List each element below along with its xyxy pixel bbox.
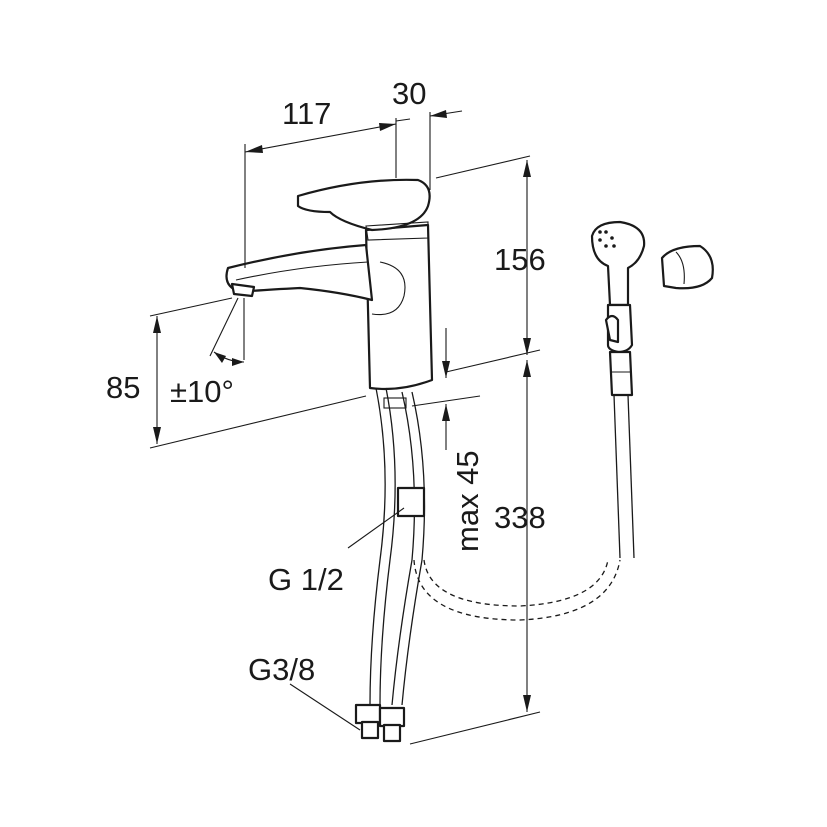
dimension-85: 85 bbox=[106, 297, 367, 449]
dimension-30-label: 30 bbox=[392, 76, 426, 111]
dimension-338: 338 bbox=[409, 360, 546, 745]
hand-shower bbox=[590, 220, 714, 559]
dimension-117: 117 bbox=[244, 96, 397, 268]
supply-hoses bbox=[354, 387, 426, 743]
faucet-body bbox=[225, 178, 434, 391]
dimension-30: 30 bbox=[392, 76, 463, 190]
thread-g-three-eighths-label: G3/8 bbox=[248, 652, 315, 687]
swivel-angle: ±10° bbox=[170, 297, 245, 409]
thread-g-half: G 1/2 bbox=[268, 507, 405, 597]
dimension-85-label: 85 bbox=[106, 370, 140, 405]
dimension-156-label: 156 bbox=[494, 242, 546, 277]
dimension-156: 156 bbox=[435, 155, 546, 373]
dimension-117-label: 117 bbox=[282, 96, 331, 131]
thread-g-half-label: G 1/2 bbox=[268, 562, 344, 597]
shower-nozzles bbox=[598, 230, 616, 248]
dimension-338-label: 338 bbox=[494, 500, 546, 535]
shower-hose-loop bbox=[413, 559, 621, 621]
dimension-max-45: max 45 bbox=[411, 328, 485, 552]
swivel-angle-label: ±10° bbox=[170, 374, 234, 409]
thread-g-three-eighths: G3/8 bbox=[248, 652, 361, 731]
dimension-max-45-label: max 45 bbox=[450, 450, 485, 552]
